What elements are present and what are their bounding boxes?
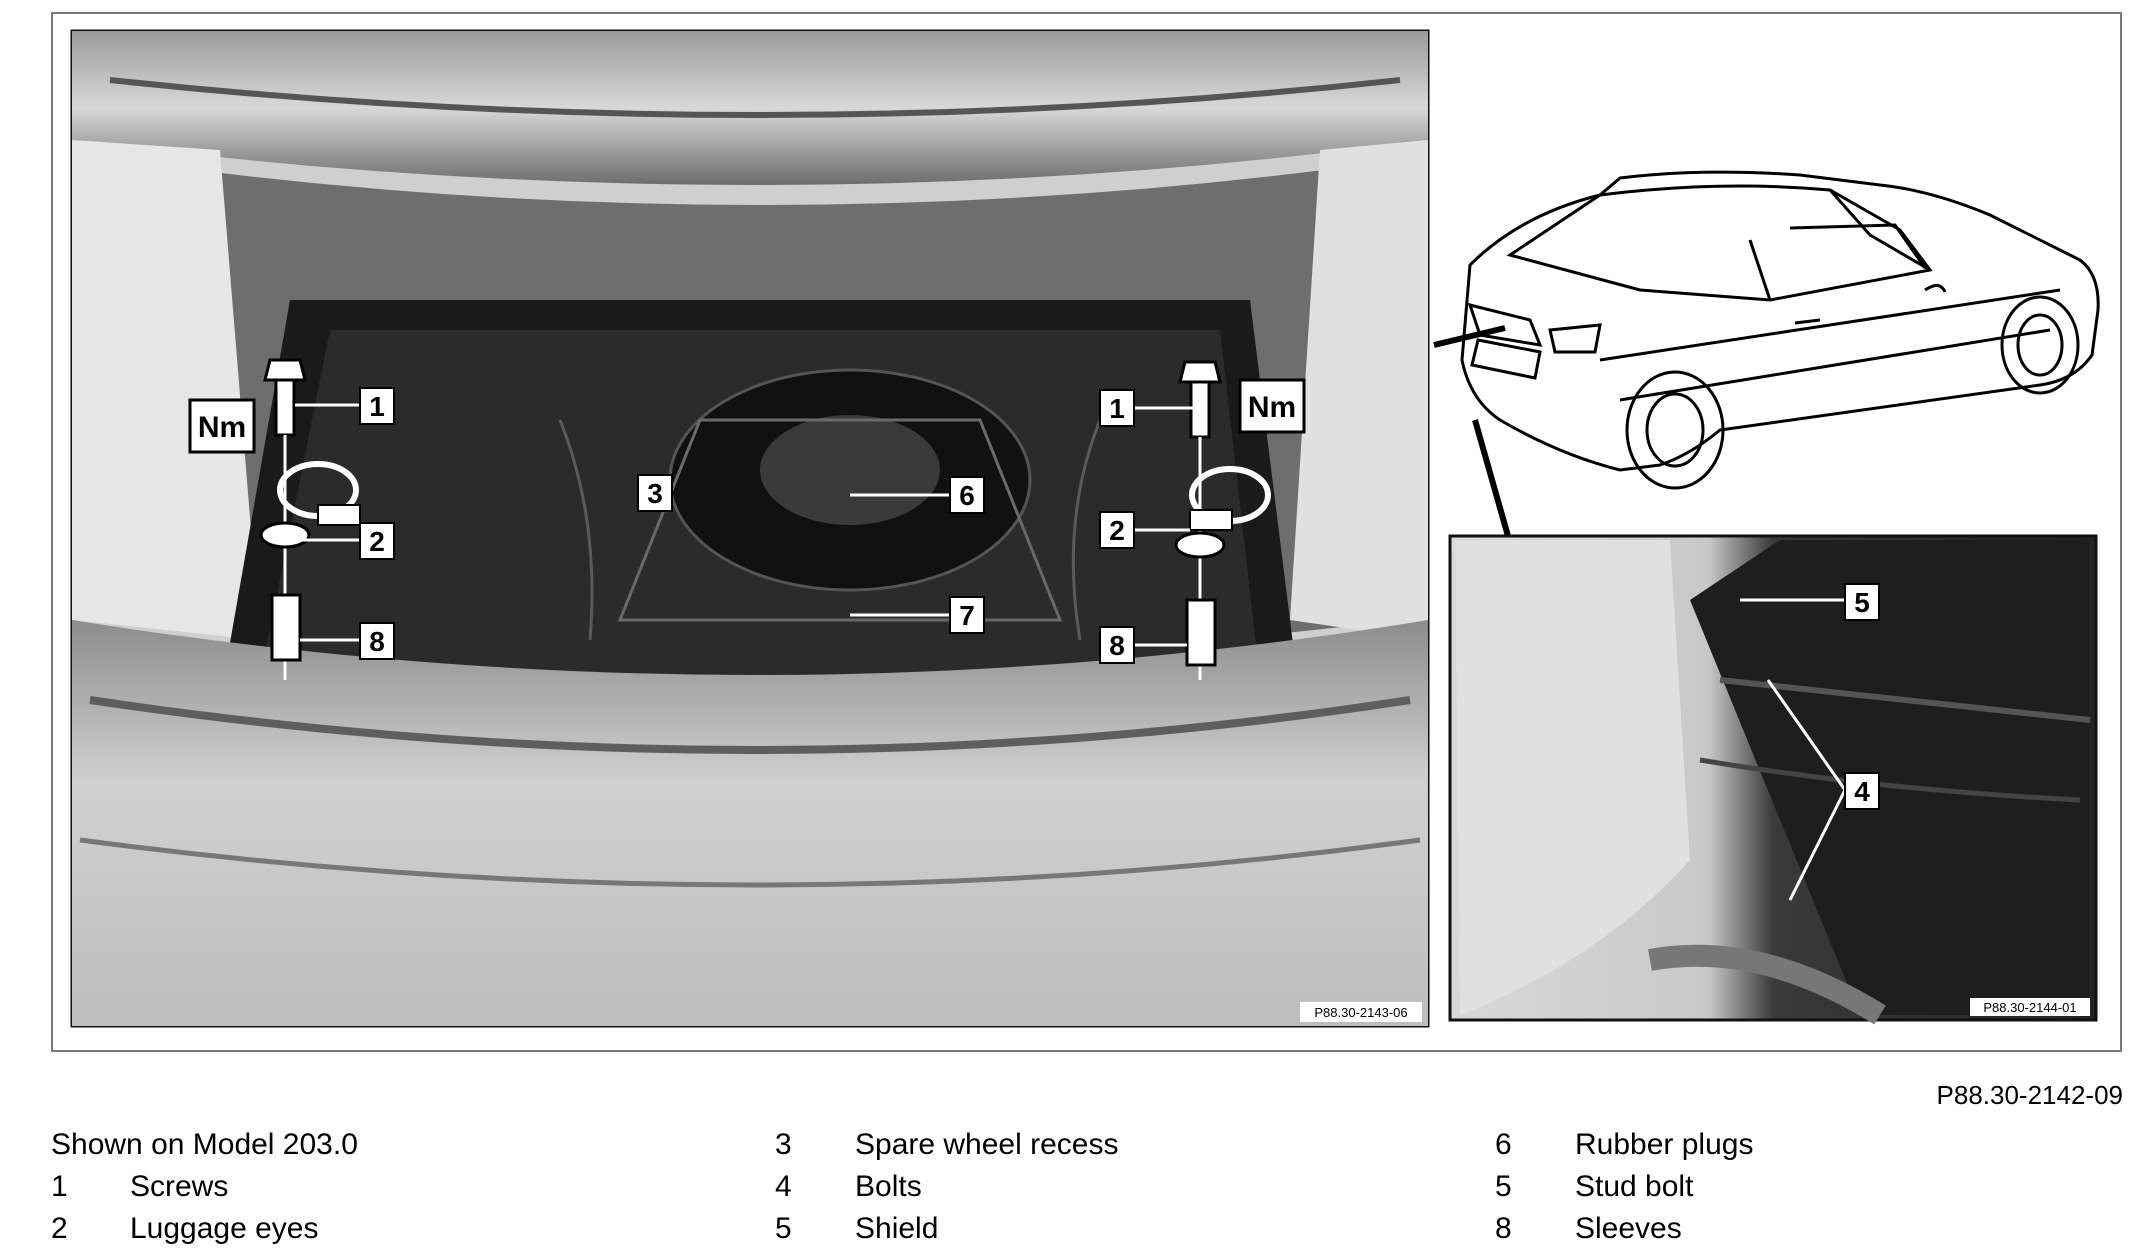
callout-7: 7 [949, 596, 985, 634]
callout-2-right: 2 [1099, 511, 1135, 549]
inset-photo-code: P88.30-2144-01 [1983, 1000, 2076, 1015]
legend-label: Bolts [855, 1170, 922, 1203]
callout-1-right: 1 [1099, 389, 1135, 427]
right-fastener-stack [1174, 360, 1271, 680]
callout-8-left: 8 [359, 622, 395, 660]
torque-label-left: Nm [188, 398, 256, 454]
legend-label: Sleeves [1575, 1212, 1682, 1245]
legend: Shown on Model 203.0 1 Screws 2 Luggage … [0, 1120, 2145, 1250]
svg-text:Nm: Nm [198, 411, 246, 444]
svg-text:1: 1 [1109, 393, 1125, 424]
legend-num: 3 [775, 1128, 792, 1161]
legend-label: Luggage eyes [130, 1212, 319, 1245]
svg-text:2: 2 [1109, 515, 1125, 546]
legend-num: 6 [1495, 1128, 1512, 1161]
legend-num: 5 [775, 1212, 792, 1245]
callout-5: 5 [1844, 583, 1880, 621]
svg-text:7: 7 [959, 600, 975, 631]
main-photo: Nm Nm 1 2 8 3 6 7 [70, 29, 1430, 1028]
legend-label: Shield [855, 1212, 939, 1245]
car-pointer-lines [1433, 325, 1511, 537]
main-photo-code: P88.30-2143-06 [1314, 1005, 1407, 1020]
legend-label: Stud bolt [1575, 1170, 1694, 1203]
svg-text:4: 4 [1854, 776, 1870, 807]
svg-text:8: 8 [1109, 630, 1125, 661]
callout-1-left: 1 [359, 387, 395, 425]
legend-label: Rubber plugs [1575, 1128, 1754, 1161]
legend-num: 4 [775, 1170, 792, 1203]
legend-num: 2 [51, 1212, 68, 1245]
left-fastener-stack [259, 358, 361, 680]
callout-3: 3 [637, 474, 673, 512]
torque-label-right: Nm [1238, 378, 1306, 434]
legend-num: 8 [1495, 1212, 1512, 1245]
svg-text:5: 5 [1854, 587, 1870, 618]
legend-label: Spare wheel recess [855, 1128, 1119, 1161]
legend-label: Screws [130, 1170, 229, 1203]
svg-text:1: 1 [369, 391, 385, 422]
svg-text:6: 6 [959, 480, 975, 511]
callout-2-left: 2 [359, 522, 395, 560]
legend-shown-on: Shown on Model 203.0 [51, 1128, 358, 1161]
callout-6: 6 [949, 476, 985, 514]
figure-code: P88.30-2142-09 [1936, 1080, 2123, 1110]
svg-text:3: 3 [647, 478, 663, 509]
legend-num: 1 [51, 1170, 68, 1203]
car-drawing [1460, 170, 2100, 490]
svg-text:Nm: Nm [1248, 391, 1296, 424]
callout-8-right: 8 [1099, 626, 1135, 664]
inset-photo: 5 4 P88.30-2144-01 [1448, 534, 2098, 1025]
legend-num: 5 [1495, 1170, 1512, 1203]
svg-text:8: 8 [369, 626, 385, 657]
svg-text:2: 2 [369, 526, 385, 557]
callout-4: 4 [1844, 772, 1880, 810]
